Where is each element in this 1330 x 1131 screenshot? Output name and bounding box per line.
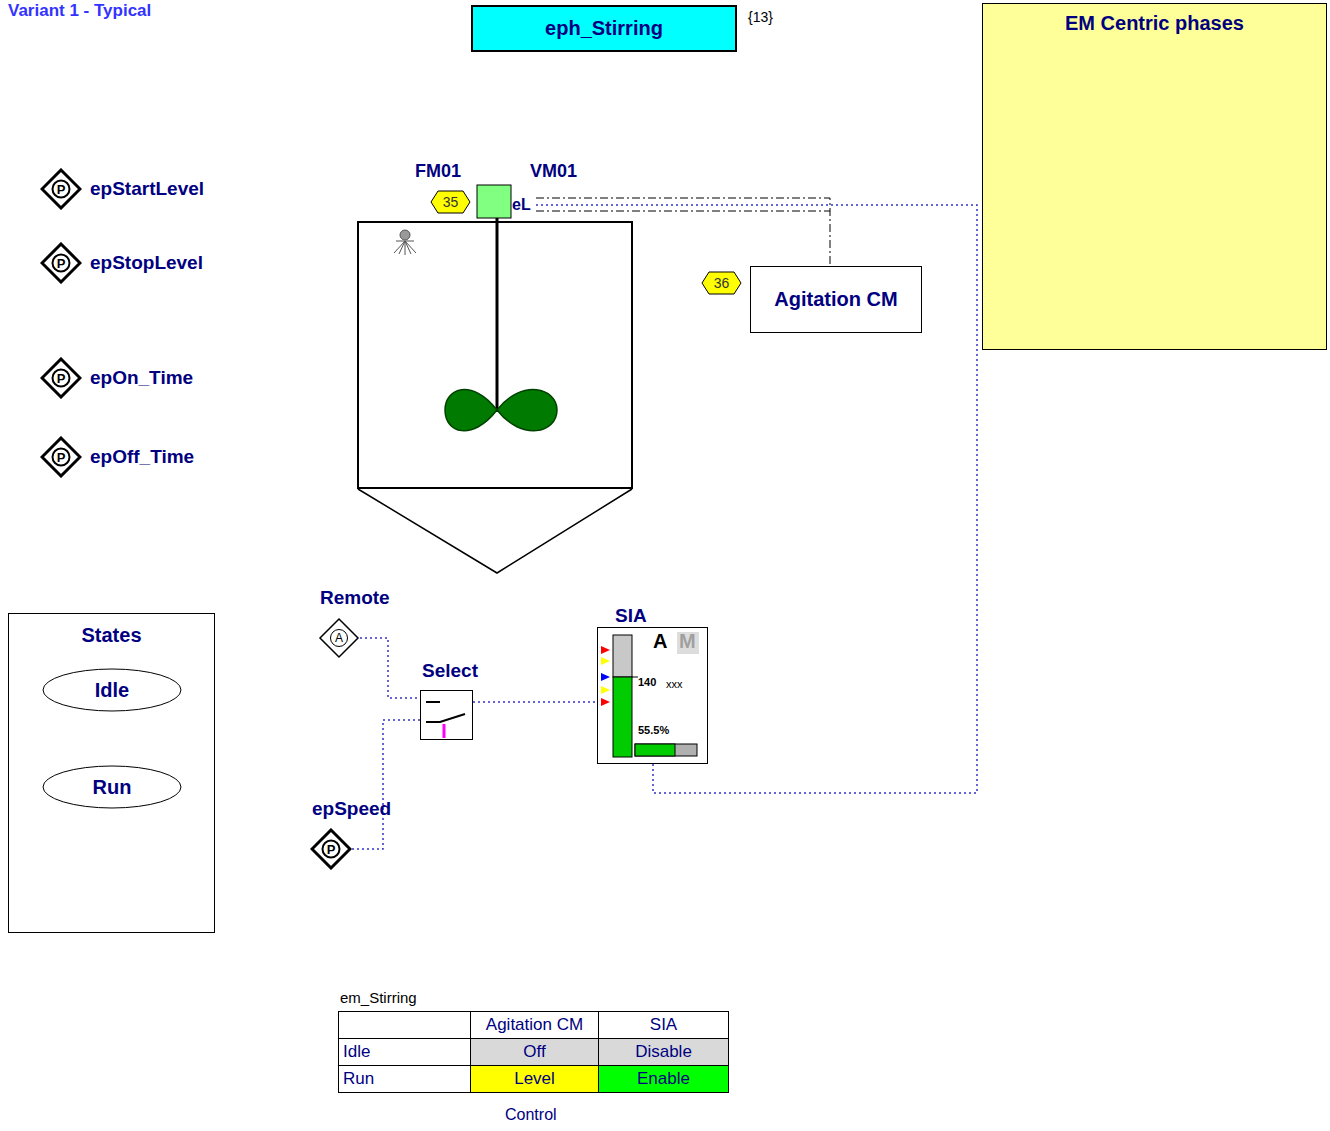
parameter-diamond: epSpeedP [310, 798, 391, 870]
table-cell: SIA [599, 1012, 729, 1039]
faceplate-value: 55.5% [638, 724, 669, 736]
table-cell [339, 1012, 471, 1039]
table-cell: Run [339, 1066, 471, 1093]
states-panel: StatesIdleRun [8, 613, 215, 933]
state-ellipse: Idle [42, 668, 182, 712]
remote-input: RemoteA [318, 587, 390, 659]
parameter-diamond: PepOff_Time [40, 436, 194, 478]
panel-heading: States [81, 624, 141, 647]
state-ellipse: Run [42, 765, 182, 809]
table-text: Enable [637, 1069, 690, 1088]
indicator-faceplate: SIA AM 140 xxx 55.5% [597, 605, 708, 764]
switch-box [420, 690, 473, 740]
table-text: Run [343, 1069, 374, 1088]
vessel-body [358, 222, 632, 488]
diamond-icon: P [40, 436, 82, 478]
diamond-letter: A [335, 632, 343, 644]
table-text: Off [523, 1042, 545, 1061]
table-cell: Level [471, 1066, 599, 1093]
faceplate-value: A [653, 630, 667, 652]
box-label: Agitation CM [774, 288, 897, 311]
parameter-name: epOn_Time [90, 367, 193, 389]
plain-label: Control [505, 1106, 557, 1124]
callout-number: 36 [701, 271, 742, 295]
control-link [536, 198, 830, 266]
diagram-title: Variant 1 - Typical [8, 1, 151, 21]
table-text: Agitation CM [486, 1015, 583, 1034]
agitator-shaft [496, 218, 499, 412]
parameter-diamond: PepOn_Time [40, 357, 193, 399]
callout-text: 35 [443, 195, 459, 209]
signal-link [360, 638, 420, 698]
faceplate-value: xxx [666, 678, 683, 690]
input-name: Remote [320, 587, 390, 609]
diamond-letter: P [57, 257, 66, 270]
plain-label: em_Stirring [340, 989, 417, 1006]
signal-link [473, 701, 597, 703]
em-centric-panel: EM Centric phases [982, 3, 1327, 350]
table-text: Level [514, 1069, 555, 1088]
state-name: Idle [95, 679, 129, 702]
diamond-letter: P [327, 843, 336, 856]
parameter-name: epStopLevel [90, 252, 203, 274]
control-module-box: Agitation CM [750, 266, 922, 333]
switch-symbol [421, 691, 472, 739]
table-cell: Agitation CM [471, 1012, 599, 1039]
diamond-icon: P [40, 357, 82, 399]
diamond-letter: P [57, 451, 66, 464]
table-cell: Enable [599, 1066, 729, 1093]
table-cell: Off [471, 1039, 599, 1066]
faceplate-value: 140 [638, 676, 656, 688]
diamond-icon: P [40, 168, 82, 210]
state-name: Run [93, 776, 132, 799]
switch-name: Select [422, 660, 478, 682]
phase-box: eph_Stirring [471, 5, 737, 52]
impeller-blade [497, 390, 557, 431]
table-cell: Disable [599, 1039, 729, 1066]
parameter-diamond: PepStartLevel [40, 168, 204, 210]
signal-link [352, 720, 420, 849]
table-text: Idle [343, 1042, 370, 1061]
table-text: SIA [650, 1015, 677, 1034]
plain-label: FM01 [415, 161, 461, 182]
table-row: Run Level Enable [339, 1066, 729, 1093]
vessel-cone [358, 489, 632, 573]
box-label: eph_Stirring [545, 17, 663, 40]
impeller-blade [445, 390, 497, 431]
table-text: Disable [635, 1042, 692, 1061]
spray-nozzle [394, 230, 416, 255]
faceplate-name: SIA [615, 605, 647, 627]
signal-wire [536, 205, 977, 793]
diamond-letter: P [57, 183, 66, 196]
faceplate-box: AM 140 xxx 55.5% [597, 627, 708, 764]
input-name: epSpeed [312, 798, 391, 820]
faceplate-value: M [679, 630, 696, 652]
diamond-letter: P [57, 372, 66, 385]
table-cell: Idle [339, 1039, 471, 1066]
parameter-diamond: PepStopLevel [40, 242, 203, 284]
parameter-name: epOff_Time [90, 446, 194, 468]
callout-text: 36 [714, 276, 730, 290]
plain-label: {13} [748, 9, 773, 25]
parameter-name: epStartLevel [90, 178, 204, 200]
select-switch: Select [420, 660, 478, 740]
diamond-icon: A [318, 617, 360, 659]
table-row: Agitation CM SIA [339, 1012, 729, 1039]
motor-symbol [477, 185, 511, 218]
table-row: Idle Off Disable [339, 1039, 729, 1066]
state-table: Agitation CM SIA Idle Off DisableRun Level Ena… [338, 1011, 729, 1093]
panel-heading: EM Centric phases [1065, 12, 1244, 35]
diamond-icon: P [310, 828, 352, 870]
plain-label: VM01 [530, 161, 577, 182]
plain-label: eL [512, 196, 531, 214]
callout-number: 35 [430, 190, 471, 214]
diamond-icon: P [40, 242, 82, 284]
